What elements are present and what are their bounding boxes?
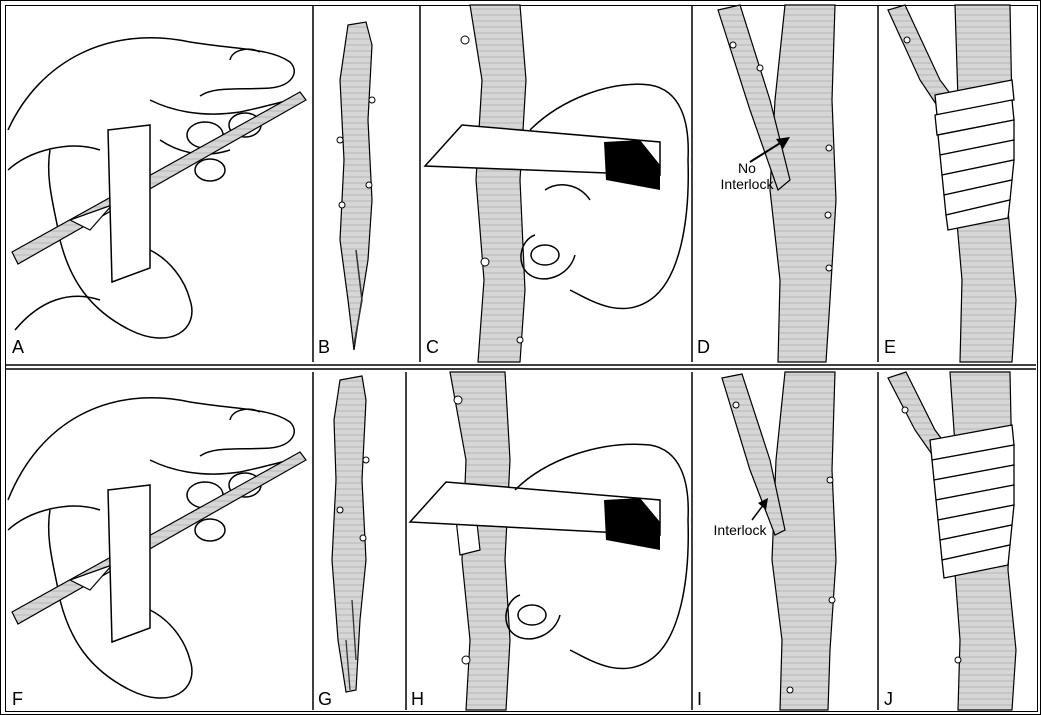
panel-label-f: F [12, 690, 23, 708]
panel-a-drawing [8, 38, 302, 338]
panel-i-stock [722, 372, 836, 710]
panel-g-scion [332, 376, 369, 692]
panel-c-knife [425, 125, 660, 190]
panel-label-h: H [411, 690, 424, 708]
panel-label-j: J [884, 690, 893, 708]
panel-a-scion [12, 92, 306, 264]
no-interlock-line2: Interlock [712, 176, 782, 192]
panel-f-scion [12, 452, 306, 624]
panel-j-wrap [930, 425, 1014, 578]
panel-label-c: C [426, 338, 439, 356]
panel-label-b: B [318, 338, 330, 356]
panel-h-hand [506, 444, 688, 668]
no-interlock-callout: No Interlock [712, 160, 782, 192]
panel-label-g: G [318, 690, 332, 708]
panel-f-knife [108, 485, 150, 642]
panel-e-wrap [935, 80, 1014, 230]
panel-c-hand [521, 84, 688, 308]
panel-label-d: D [697, 338, 710, 356]
no-interlock-line1: No [712, 160, 782, 176]
panel-c-rootstock [461, 5, 526, 362]
panel-i-arrow [752, 498, 768, 520]
panel-b-scion [337, 22, 375, 350]
panel-label-e: E [884, 338, 896, 356]
panel-h-knife [410, 482, 660, 550]
interlock-callout: Interlock [700, 522, 780, 538]
panel-label-a: A [12, 338, 24, 356]
panel-a-knife [108, 125, 150, 282]
panel-label-i: I [697, 690, 702, 708]
panel-h-rootstock [450, 372, 510, 710]
panel-f-drawing [8, 398, 302, 698]
